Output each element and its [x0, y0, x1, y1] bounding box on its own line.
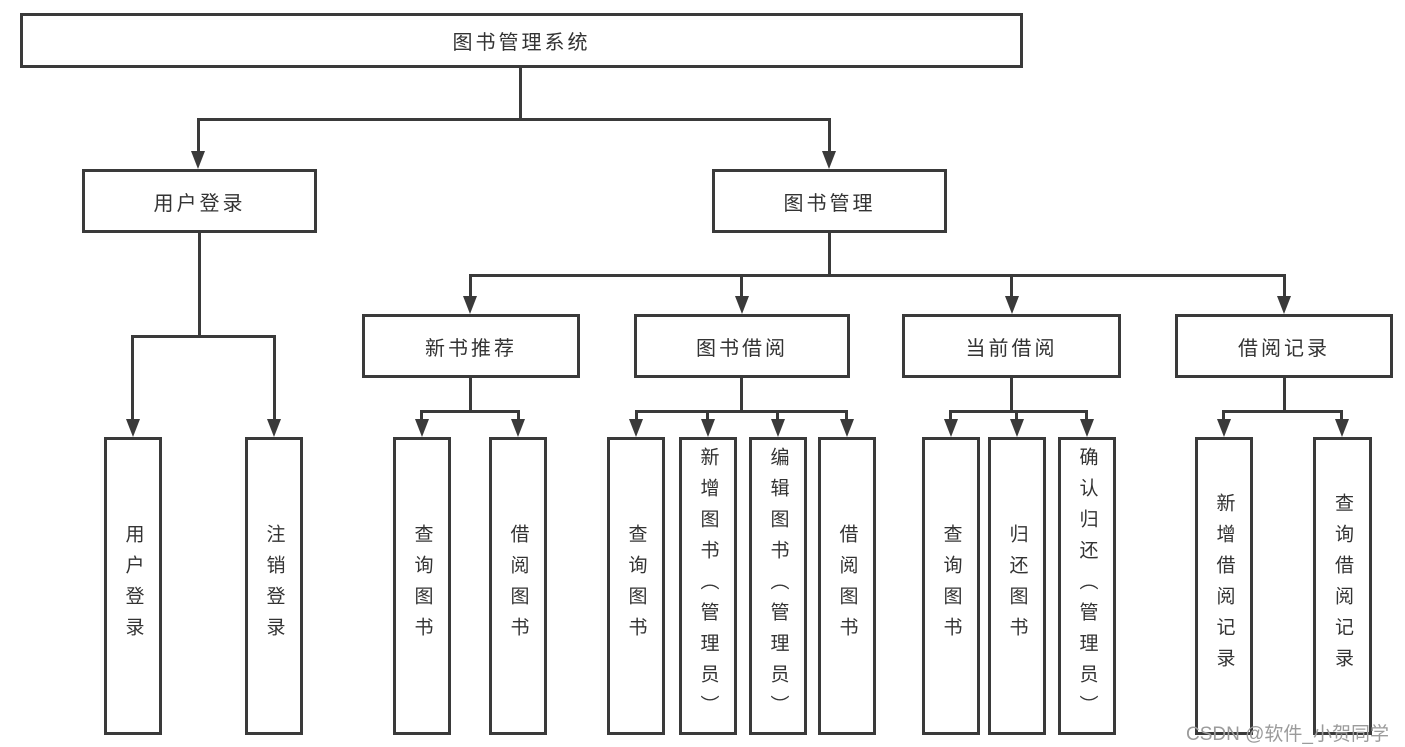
leaf-add-borrow-record: 新增借阅记录	[1195, 437, 1253, 735]
leaf-label: 新增图书（管理员）	[697, 446, 719, 726]
connector-line	[1222, 410, 1343, 413]
arrow-down-icon	[1080, 419, 1094, 437]
connector-line	[1085, 410, 1088, 421]
node-label: 借阅记录	[1238, 337, 1330, 360]
connector-line	[517, 410, 520, 421]
node-user-login: 用户登录	[82, 169, 317, 233]
connector-line	[420, 410, 423, 421]
leaf-label: 编辑图书（管理员）	[767, 446, 789, 726]
connector-line	[776, 410, 779, 421]
connector-line	[845, 410, 848, 421]
leaf-label: 归还图书	[1006, 524, 1028, 648]
node-label: 用户登录	[153, 192, 246, 215]
arrow-down-icon	[126, 419, 140, 437]
node-book-borrow: 图书借阅	[634, 314, 850, 378]
connector-line	[197, 118, 200, 154]
arrow-down-icon	[463, 296, 477, 314]
leaf-borrow-books-recommend: 借阅图书	[489, 437, 547, 735]
leaf-add-books-admin: 新增图书（管理员）	[679, 437, 737, 735]
leaf-label: 查询借阅记录	[1332, 493, 1353, 679]
arrow-down-icon	[629, 419, 643, 437]
arrow-down-icon	[840, 419, 854, 437]
arrow-down-icon	[1217, 419, 1231, 437]
arrow-down-icon	[1335, 419, 1349, 437]
node-book-management: 图书管理	[712, 169, 947, 233]
connector-line	[1283, 378, 1286, 410]
leaf-logout: 注销登录	[245, 437, 303, 735]
connector-line	[131, 335, 276, 338]
connector-line	[420, 410, 520, 413]
connector-line	[1222, 410, 1225, 421]
connector-line	[949, 410, 1088, 413]
arrow-down-icon	[1005, 296, 1019, 314]
arrow-down-icon	[822, 151, 836, 169]
connector-line	[740, 274, 743, 298]
leaf-label: 查询图书	[625, 524, 647, 648]
leaf-query-borrow-record: 查询借阅记录	[1313, 437, 1372, 735]
leaf-label: 注销登录	[263, 524, 285, 648]
leaf-query-books-current: 查询图书	[922, 437, 980, 735]
arrow-down-icon	[701, 419, 715, 437]
arrow-down-icon	[511, 419, 525, 437]
connector-line	[635, 410, 638, 421]
node-label: 图书管理系统	[452, 32, 591, 54]
connector-line	[1010, 274, 1013, 298]
leaf-label: 查询图书	[411, 524, 433, 648]
leaf-edit-books-admin: 编辑图书（管理员）	[749, 437, 807, 735]
connector-line	[706, 410, 709, 421]
arrow-down-icon	[771, 419, 785, 437]
node-current-borrow: 当前借阅	[902, 314, 1121, 378]
connector-line	[273, 335, 276, 421]
leaf-confirm-return-admin: 确认归还（管理员）	[1058, 437, 1116, 735]
arrow-down-icon	[735, 296, 749, 314]
connector-line	[740, 378, 743, 410]
leaf-label: 用户登录	[122, 524, 144, 648]
connector-line	[828, 118, 831, 154]
leaf-query-books-borrow: 查询图书	[607, 437, 665, 735]
connector-line	[1283, 274, 1286, 298]
arrow-down-icon	[267, 419, 281, 437]
node-label: 当前借阅	[965, 337, 1058, 360]
leaf-label: 借阅图书	[836, 524, 858, 648]
connector-line	[519, 68, 522, 118]
connector-line	[949, 410, 952, 421]
node-new-book-recommend: 新书推荐	[362, 314, 580, 378]
leaf-user-login: 用户登录	[104, 437, 162, 735]
node-label: 图书管理	[783, 192, 876, 215]
connector-line	[469, 274, 472, 298]
connector-line	[1015, 410, 1018, 421]
connector-line	[635, 410, 848, 413]
leaf-label: 借阅图书	[507, 524, 529, 648]
node-label: 新书推荐	[425, 337, 517, 360]
leaf-label: 查询图书	[940, 524, 962, 648]
connector-line	[469, 378, 472, 410]
connector-line	[469, 274, 1286, 277]
arrow-down-icon	[415, 419, 429, 437]
arrow-down-icon	[191, 151, 205, 169]
connector-line	[1010, 378, 1013, 410]
connector-line	[131, 335, 134, 421]
leaf-return-books: 归还图书	[988, 437, 1046, 735]
arrow-down-icon	[1010, 419, 1024, 437]
csdn-watermark: CSDN @软件_小贺同学	[1186, 724, 1389, 745]
connector-line	[198, 233, 201, 335]
connector-line	[1340, 410, 1343, 421]
connector-line	[828, 233, 831, 274]
leaf-query-books-recommend: 查询图书	[393, 437, 451, 735]
arrow-down-icon	[944, 419, 958, 437]
arrow-down-icon	[1277, 296, 1291, 314]
node-borrow-record: 借阅记录	[1175, 314, 1393, 378]
leaf-label: 新增借阅记录	[1213, 493, 1235, 679]
node-label: 图书借阅	[696, 337, 788, 360]
leaf-label: 确认归还（管理员）	[1076, 446, 1098, 726]
leaf-borrow-books: 借阅图书	[818, 437, 876, 735]
connector-line	[197, 118, 831, 121]
node-library-management-system: 图书管理系统	[20, 13, 1023, 68]
